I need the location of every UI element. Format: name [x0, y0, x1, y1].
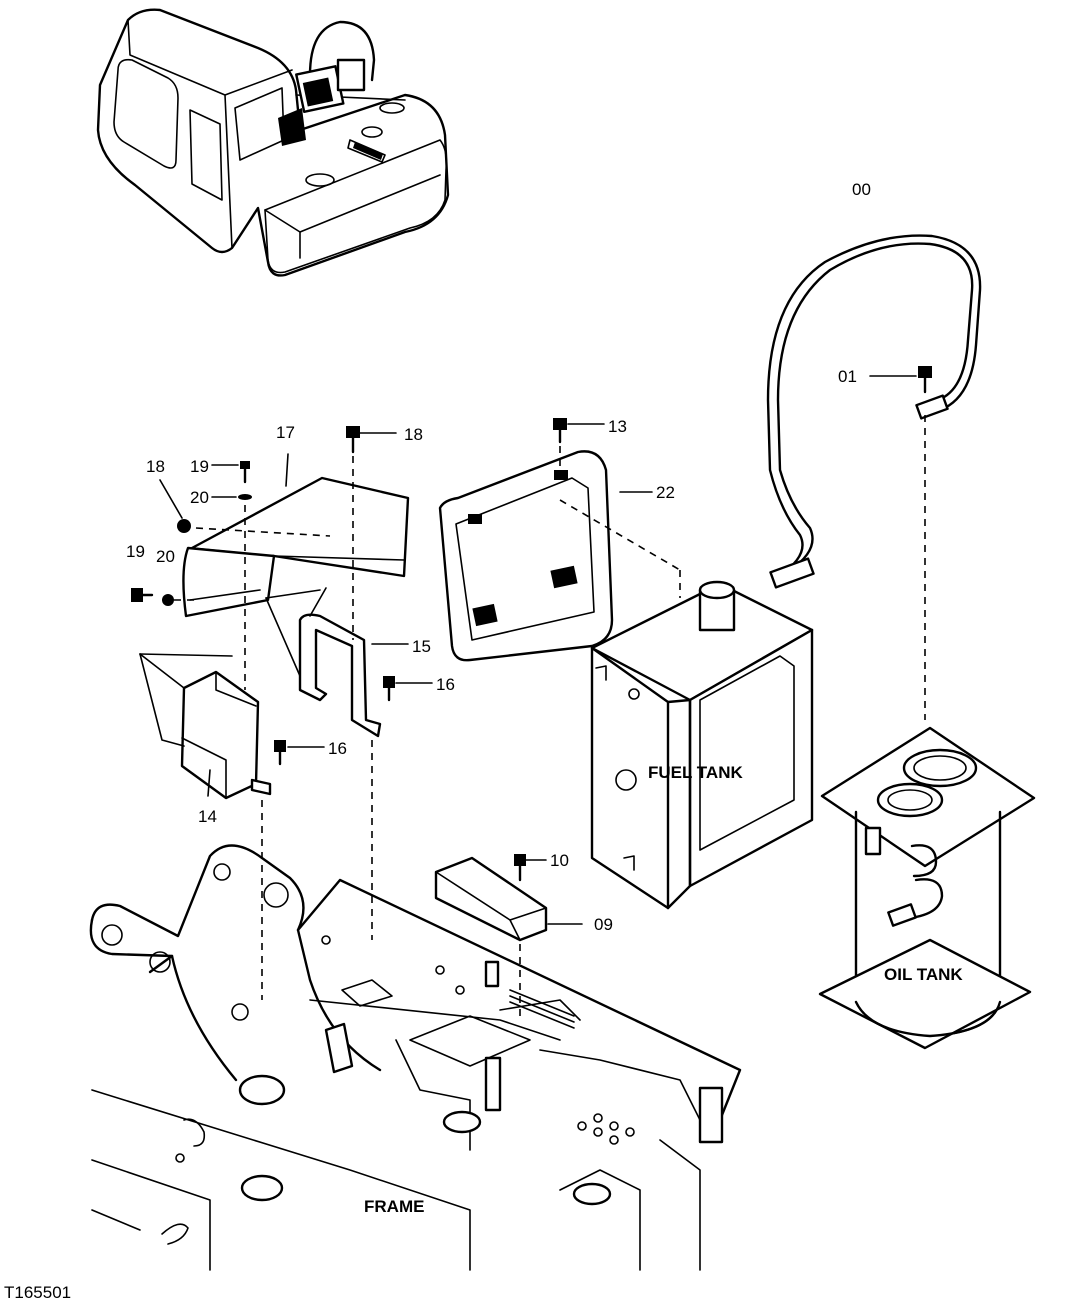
frame-label: FRAME — [364, 1197, 424, 1216]
callout-14: 14 — [198, 807, 217, 826]
cover-17 — [182, 453, 410, 618]
callout-18-left: 18 — [146, 457, 165, 476]
panel-22 — [438, 450, 681, 662]
callout-16-lower: 16 — [328, 739, 347, 758]
callout-22: 22 — [656, 483, 675, 502]
callout-19-left: 19 — [126, 542, 145, 561]
bolt-16-lower — [274, 740, 325, 766]
oil-tank-label: OIL TANK — [884, 965, 963, 984]
box-14 — [139, 653, 272, 800]
frame — [89, 740, 742, 1271]
callout-17: 17 — [276, 423, 295, 442]
hose-00 — [766, 234, 982, 589]
excavator-inset — [96, 8, 450, 277]
callout-19-top: 19 — [190, 457, 209, 476]
callout-01: 01 — [838, 367, 857, 386]
figure-id: T165501 — [4, 1283, 71, 1302]
callout-13: 13 — [608, 417, 627, 436]
callout-labels: 00 01 13 22 17 18 18 19 20 19 20 15 16 1… — [126, 180, 871, 934]
callout-20-top: 20 — [190, 488, 209, 507]
box-09 — [434, 856, 583, 1020]
bolt-13 — [553, 418, 605, 470]
callout-18-top: 18 — [404, 425, 423, 444]
oil-tank — [818, 726, 1036, 1050]
callout-20-left: 20 — [156, 547, 175, 566]
bolt-16-upper — [383, 676, 433, 702]
bolt-10 — [514, 854, 547, 882]
callout-10: 10 — [550, 851, 569, 870]
callout-16-upper: 16 — [436, 675, 455, 694]
fuel-tank — [590, 580, 814, 910]
bolt-01 — [869, 366, 932, 720]
callout-00: 00 — [852, 180, 871, 199]
fuel-tank-label: FUEL TANK — [648, 763, 743, 782]
small-hardware — [131, 461, 252, 690]
callout-09: 09 — [594, 915, 613, 934]
callout-15: 15 — [412, 637, 431, 656]
bolt-18-top — [346, 426, 397, 640]
bracket-15 — [265, 587, 409, 738]
